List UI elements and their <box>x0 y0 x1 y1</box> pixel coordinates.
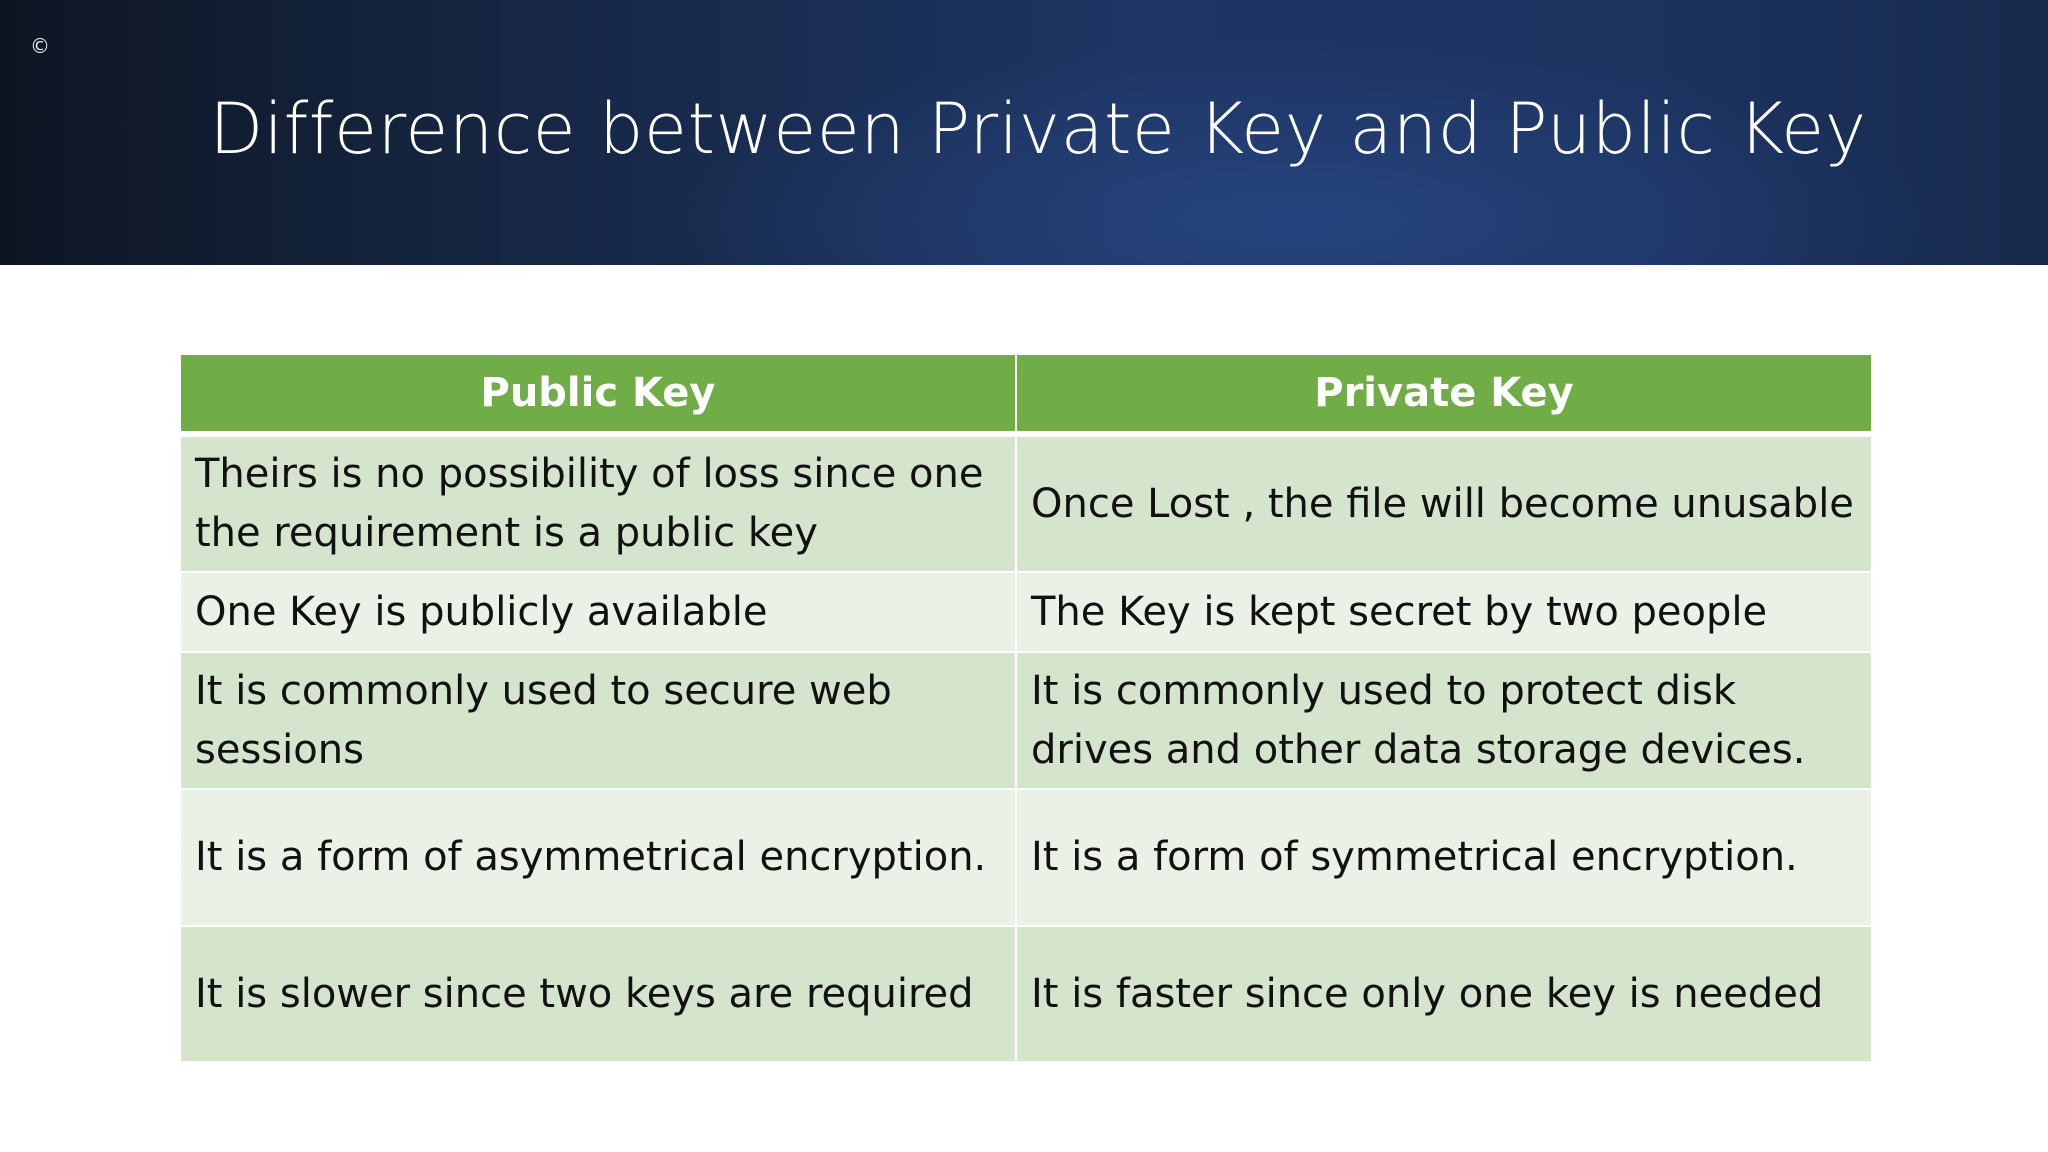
table-cell: It is commonly used to secure web sessio… <box>181 653 1015 788</box>
table-cell: It is a form of asymmetrical encryption. <box>181 790 1015 925</box>
watermark: © alljobs.co.in <box>28 34 52 59</box>
comparison-table: Public Key Private Key Theirs is no poss… <box>181 355 1871 1061</box>
table-cell: Once Lost , the file will become unusabl… <box>1017 437 1871 571</box>
table-cell: Theirs is no possibility of loss since o… <box>181 437 1015 571</box>
slide-title: Difference between Private Key and Publi… <box>209 88 1867 170</box>
table-cell: It is a form of symmetrical encryption. <box>1017 790 1871 925</box>
table-cell: One Key is publicly available <box>181 573 1015 651</box>
table-header-private-key: Private Key <box>1017 355 1871 435</box>
table-header-public-key: Public Key <box>181 355 1015 435</box>
table-cell: The Key is kept secret by two people <box>1017 573 1871 651</box>
table-cell: It is commonly used to protect disk driv… <box>1017 653 1871 788</box>
title-banner: © alljobs.co.in Difference between Priva… <box>0 0 2048 265</box>
table-cell: It is slower since two keys are required <box>181 927 1015 1061</box>
table-cell: It is faster since only one key is neede… <box>1017 927 1871 1061</box>
